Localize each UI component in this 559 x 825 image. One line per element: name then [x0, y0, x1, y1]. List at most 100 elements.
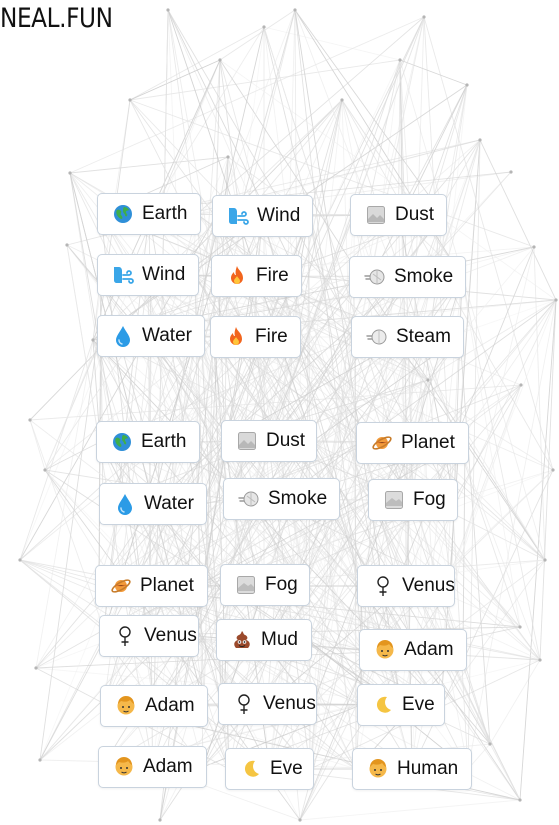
connection-line — [294, 9, 364, 651]
connection-line — [200, 335, 337, 500]
connection-node — [551, 468, 555, 472]
tile-label: Earth — [141, 431, 187, 452]
connection-line — [405, 585, 521, 801]
element-tile[interactable]: Smoke — [349, 256, 466, 298]
fog-icon — [235, 574, 257, 596]
neal-fun-logo[interactable]: NEAL.FUN — [0, 3, 113, 34]
connection-line — [167, 9, 491, 745]
eve-icon — [372, 694, 394, 716]
element-tile[interactable]: Venus — [218, 683, 317, 725]
connection-node — [158, 818, 162, 822]
element-tile[interactable]: Fog — [368, 479, 458, 521]
element-tile[interactable]: Eve — [225, 748, 314, 790]
element-tile[interactable]: Planet — [356, 422, 469, 464]
connection-line — [228, 584, 266, 770]
connection-line — [147, 276, 408, 443]
connection-line — [215, 59, 221, 217]
connection-node — [488, 742, 492, 746]
tile-label: Mud — [261, 629, 298, 650]
connection-line — [69, 16, 425, 174]
element-tile[interactable]: Steam — [351, 316, 464, 358]
fog-icon — [383, 489, 405, 511]
tile-label: Eve — [402, 694, 435, 715]
smoke-icon — [364, 266, 386, 288]
connection-node — [532, 245, 536, 249]
connection-line — [294, 9, 444, 216]
connection-line — [129, 26, 265, 101]
element-tile[interactable]: Adam — [100, 685, 208, 727]
element-tile[interactable]: Fog — [220, 564, 310, 606]
connection-line — [263, 26, 401, 61]
connection-line — [44, 441, 101, 471]
connection-node — [91, 338, 95, 342]
element-tile[interactable]: Wind — [97, 254, 199, 296]
element-tile[interactable]: Venus — [357, 565, 455, 607]
connection-node — [18, 558, 22, 562]
connection-line — [296, 336, 373, 501]
element-tile[interactable]: Smoke — [223, 478, 340, 520]
element-tile[interactable]: Earth — [97, 193, 201, 235]
connection-line — [203, 215, 217, 707]
connection-line — [405, 585, 413, 770]
connection-line — [398, 59, 401, 216]
connection-line — [479, 139, 557, 301]
earth-icon — [112, 203, 134, 225]
connection-node — [509, 170, 513, 174]
element-tile[interactable]: Mud — [216, 619, 312, 661]
element-tile[interactable]: Venus — [99, 615, 199, 657]
tile-label: Water — [142, 325, 192, 346]
fire-icon — [226, 265, 248, 287]
planet-icon — [110, 575, 132, 597]
connection-line — [69, 156, 229, 174]
connection-node — [340, 98, 344, 102]
element-tile[interactable]: Eve — [357, 684, 445, 726]
connection-line — [281, 299, 557, 500]
connection-line — [29, 419, 402, 706]
venus-icon — [233, 693, 255, 715]
adam-icon — [113, 756, 135, 778]
element-tile[interactable]: Fire — [210, 316, 301, 358]
tile-label: Steam — [396, 326, 451, 347]
connection-line — [359, 442, 521, 628]
connection-line — [19, 59, 221, 561]
element-tile[interactable]: Wind — [212, 195, 313, 237]
connection-node — [465, 83, 469, 87]
connection-line — [268, 214, 355, 442]
tile-label: Venus — [402, 575, 455, 596]
connection-node — [543, 558, 547, 562]
element-tile[interactable]: Dust — [221, 420, 317, 462]
element-tile[interactable]: Water — [97, 315, 205, 357]
connection-line — [256, 275, 361, 444]
connection-line — [129, 99, 299, 277]
connection-node — [298, 818, 302, 822]
connection-line — [341, 99, 521, 628]
connection-line — [423, 16, 554, 471]
connection-line — [461, 276, 521, 628]
tile-label: Human — [397, 758, 459, 779]
element-tile[interactable]: Adam — [359, 629, 467, 671]
element-tile[interactable]: Fire — [211, 255, 302, 297]
element-tile[interactable]: Dust — [350, 194, 447, 236]
connection-node — [519, 383, 523, 387]
tile-label: Planet — [140, 575, 194, 596]
tile-label: Adam — [143, 756, 193, 777]
element-tile[interactable]: Earth — [96, 421, 200, 463]
connection-line — [129, 59, 401, 101]
connection-line — [362, 469, 554, 651]
connection-line — [19, 339, 94, 561]
connection-line — [219, 9, 296, 61]
element-tile[interactable]: Human — [352, 748, 472, 790]
connection-line — [399, 59, 468, 86]
connection-line — [268, 171, 512, 442]
connection-line — [362, 84, 468, 651]
connection-line — [150, 335, 204, 505]
connection-node — [226, 155, 230, 159]
connection-node — [262, 25, 266, 29]
connection-line — [489, 659, 541, 745]
connection-line — [398, 84, 468, 216]
wind-icon — [227, 205, 249, 227]
element-tile[interactable]: Planet — [95, 565, 208, 607]
connection-node — [478, 138, 482, 142]
element-tile[interactable]: Water — [99, 483, 207, 525]
element-tile[interactable]: Adam — [98, 746, 207, 788]
